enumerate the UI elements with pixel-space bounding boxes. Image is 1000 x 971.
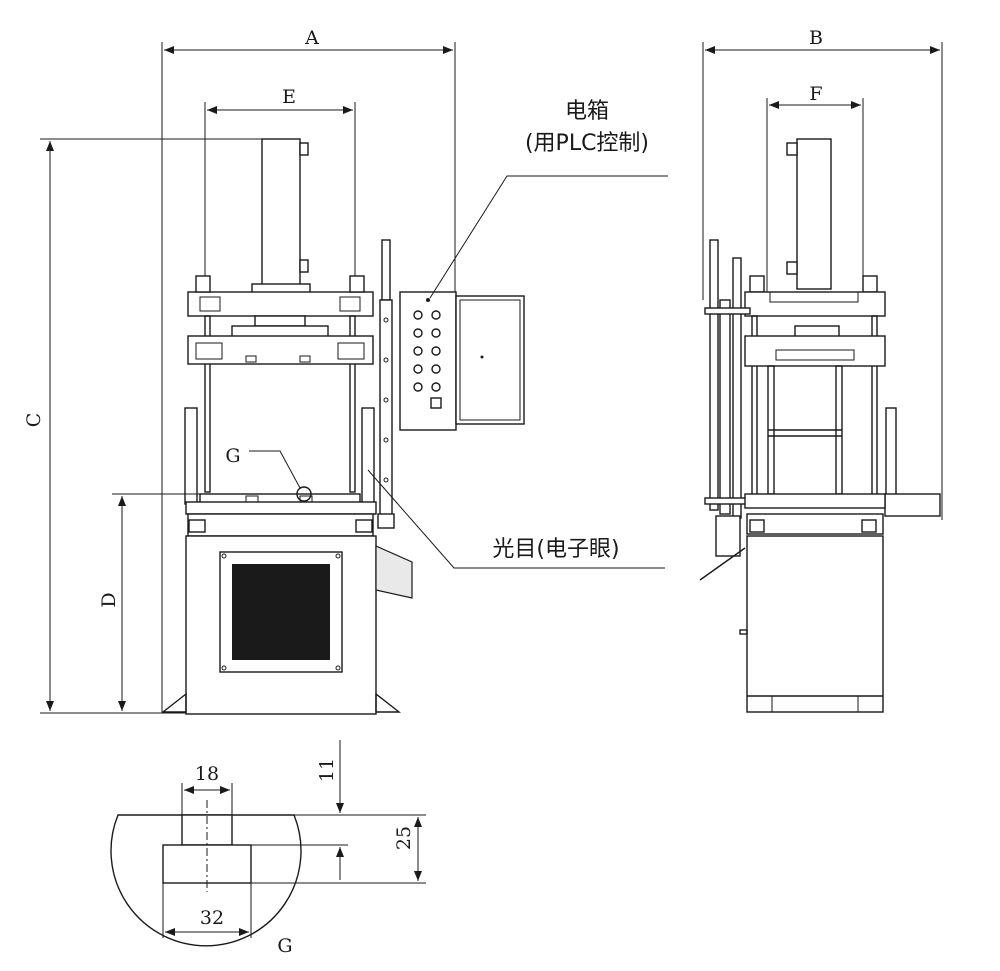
dimension-c: C <box>23 138 300 714</box>
dimension-f-label: F <box>809 83 822 105</box>
light-curtain-post <box>379 299 393 521</box>
detail-g-title: G <box>277 935 292 957</box>
light-curtain-callout: 光目(电子眼) <box>367 469 665 569</box>
moving-platen <box>187 335 374 365</box>
dimension-d: D <box>98 493 200 711</box>
dimension-e: E <box>204 86 356 280</box>
side-base <box>746 535 884 713</box>
electric-box-label: 电箱 <box>565 99 609 124</box>
g-callout: G <box>225 445 301 489</box>
electric-box-callout: 电箱 (用PLC控制) <box>429 99 668 299</box>
detail-dimension-25: 25 <box>393 826 415 850</box>
access-window <box>232 564 330 660</box>
detail-outline <box>110 814 302 947</box>
dimension-d-label: D <box>98 592 120 607</box>
detail-g: 18 32 11 25 G <box>110 740 426 957</box>
detail-dimension-32: 32 <box>200 907 224 929</box>
dimension-c-label: C <box>23 413 45 428</box>
electric-box <box>399 291 457 431</box>
dimension-a: A <box>161 27 456 712</box>
electric-box-sublabel: (用PLC控制) <box>525 131 649 156</box>
dimension-e-label: E <box>282 86 296 108</box>
g-detail-marker <box>296 486 312 502</box>
detail-dimension-18: 18 <box>195 763 219 785</box>
light-curtain-label: 光目(电子眼) <box>492 537 619 562</box>
g-marker-label: G <box>225 445 240 467</box>
dimension-f: F <box>766 83 864 300</box>
dimension-b: B <box>702 27 943 520</box>
hydraulic-cylinder <box>261 138 301 287</box>
detail-dimension-11: 11 <box>316 758 338 782</box>
side-cylinder <box>796 138 832 290</box>
dimension-a-label: A <box>304 27 319 49</box>
top-crown <box>187 291 374 317</box>
access-panel <box>219 551 343 673</box>
dimension-b-label: B <box>809 27 823 49</box>
front-view <box>160 138 525 715</box>
side-view <box>699 138 941 713</box>
